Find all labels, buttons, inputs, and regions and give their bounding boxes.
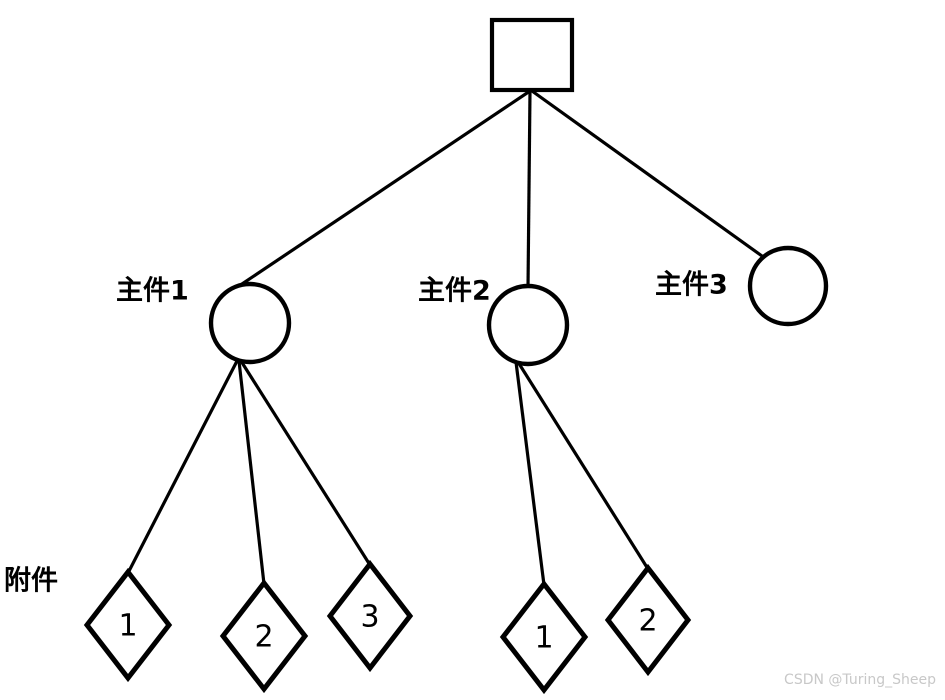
main-part-1-label: 主件1 bbox=[116, 276, 189, 307]
main-part-3-label: 主件3 bbox=[655, 270, 728, 301]
main-part-3-node[interactable] bbox=[747, 245, 829, 327]
main-part-2-node[interactable] bbox=[486, 283, 570, 367]
edge-root-main2 bbox=[526, 90, 532, 289]
edge-main2-acc2 bbox=[516, 361, 650, 570]
accessory-1-3-node[interactable] bbox=[326, 559, 414, 673]
edge-main1-acc3 bbox=[239, 360, 372, 566]
root-square-node[interactable] bbox=[489, 17, 575, 93]
main-part-2-label: 主件2 bbox=[418, 276, 491, 307]
accessory-group-label: 附件 bbox=[4, 566, 58, 597]
accessory-2-2-node[interactable] bbox=[604, 563, 692, 677]
accessory-1-1-label: 1 bbox=[118, 609, 137, 644]
edge-layer bbox=[126, 89, 763, 586]
accessory-2-1-node[interactable] bbox=[499, 579, 589, 695]
edge-root-main1 bbox=[232, 89, 531, 292]
node-layer bbox=[83, 17, 829, 695]
edge-main1-acc2 bbox=[237, 360, 266, 585]
accessory-1-1-node[interactable] bbox=[83, 567, 173, 683]
accessory-2-1-label: 1 bbox=[534, 621, 553, 656]
main-part-1-node[interactable] bbox=[208, 281, 292, 365]
label-layer: 主件1 主件2 主件3 1 2 3 1 2 附件 bbox=[4, 270, 728, 656]
accessory-1-2-node[interactable] bbox=[219, 578, 309, 694]
accessory-2-2-label: 2 bbox=[638, 604, 657, 639]
csdn-watermark: CSDN @Turing_Sheep bbox=[784, 672, 936, 688]
edge-main2-acc1 bbox=[514, 361, 546, 586]
accessory-1-3-label: 3 bbox=[360, 600, 379, 635]
edge-main1-acc1 bbox=[126, 360, 239, 574]
edge-root-main3 bbox=[531, 89, 763, 258]
accessory-1-2-label: 2 bbox=[254, 620, 273, 655]
